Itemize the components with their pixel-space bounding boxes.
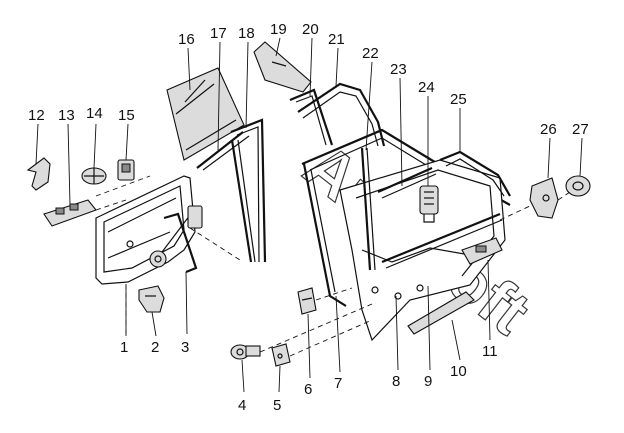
part-6-hinge [297, 287, 317, 315]
part-22-strip [360, 147, 376, 271]
part-26-outer-handle [529, 177, 559, 219]
callout-22: 22 [362, 45, 379, 62]
callout-2: 2 [151, 339, 159, 356]
callout-10: 10 [450, 363, 467, 380]
callout-13: 13 [58, 107, 75, 124]
inner-door-panel [339, 159, 506, 342]
callout-18: 18 [238, 25, 255, 42]
callout-24: 24 [418, 79, 435, 96]
callout-8: 8 [392, 373, 400, 390]
callout-9: 9 [424, 373, 432, 390]
part-25-outer-seal [439, 150, 511, 197]
leader-lines [35, 37, 583, 393]
part-12-pull-handle [26, 157, 51, 191]
callout-27: 27 [572, 121, 589, 138]
callout-5: 5 [273, 397, 281, 414]
callout-6: 6 [304, 381, 312, 398]
callout-7: 7 [334, 375, 342, 392]
callout-20: 20 [302, 21, 319, 38]
part-19-door-glass [253, 41, 312, 93]
part-16-quarter-glass [166, 67, 245, 161]
assembly-lines [95, 175, 571, 357]
part-23-belt-molding [377, 166, 503, 269]
part-2-bracket [138, 285, 165, 313]
callout-3: 3 [181, 339, 189, 356]
callout-16: 16 [178, 31, 195, 48]
part-15-lock-knob [117, 159, 135, 181]
callout-19: 19 [270, 21, 287, 38]
callout-26: 26 [540, 121, 557, 138]
part-24-window-motor [419, 185, 439, 223]
part-3-window-regulator [149, 205, 203, 274]
part-10-pocket [407, 291, 475, 335]
callout-23: 23 [390, 61, 407, 78]
callout-labels: 1 2 3 4 5 6 7 8 9 10 11 12 13 14 15 16 1… [28, 21, 589, 414]
callout-11: 11 [482, 343, 498, 360]
callout-17: 17 [210, 25, 227, 42]
part-4-lock-cylinder [230, 344, 261, 360]
callout-21: 21 [328, 31, 345, 48]
part-11-armrest-handle [461, 237, 503, 265]
part-20-seal [289, 88, 334, 146]
callout-14: 14 [86, 105, 103, 122]
part-1-trim-panel [95, 175, 196, 285]
callout-15: 15 [118, 107, 135, 124]
part-17-channel [196, 131, 250, 171]
part-5-striker [271, 343, 291, 367]
part-14-mirror-control [81, 167, 107, 185]
callout-25: 25 [450, 91, 467, 108]
callout-4: 4 [238, 397, 246, 414]
callout-1: 1 [120, 339, 128, 356]
part-27-cap [565, 175, 591, 197]
part-18-run-channel [230, 118, 267, 263]
callout-12: 12 [28, 107, 45, 124]
